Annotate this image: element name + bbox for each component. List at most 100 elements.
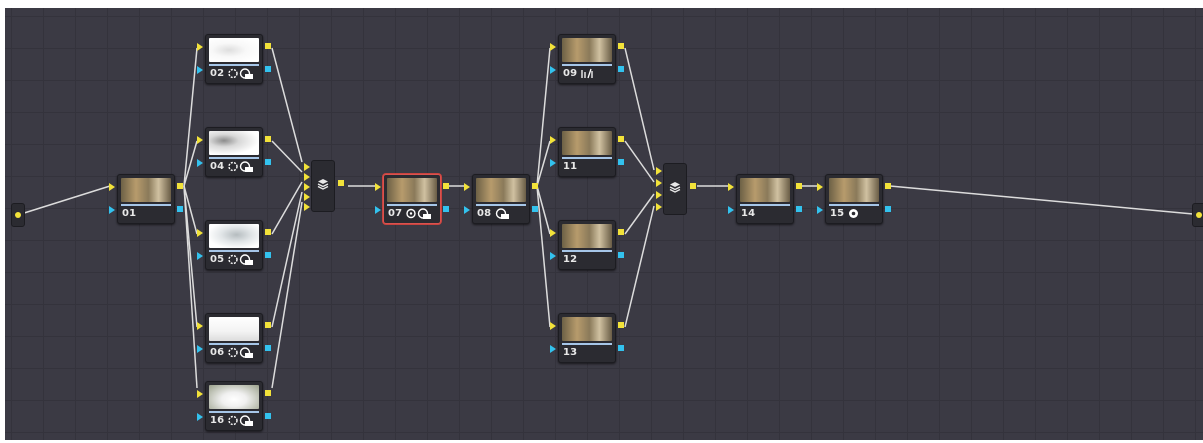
key-output-port[interactable] (618, 252, 624, 258)
rgb-output-port[interactable] (618, 229, 624, 235)
key-output-port[interactable] (532, 206, 538, 212)
mixer-input-port[interactable] (656, 191, 662, 199)
rgb-input-port[interactable] (197, 390, 203, 398)
key-output-port[interactable] (265, 66, 271, 72)
key-output-port[interactable] (177, 206, 183, 212)
node-label: 09 (563, 68, 578, 79)
rgb-input-port[interactable] (197, 229, 203, 237)
node-thumbnail (387, 178, 437, 202)
key-input-port[interactable] (375, 206, 381, 214)
key-output-port[interactable] (885, 206, 891, 212)
key-output-port[interactable] (443, 206, 449, 212)
mixer-input-port[interactable] (656, 203, 662, 211)
node-08[interactable]: 08 (464, 174, 538, 224)
curves-icon (581, 68, 593, 79)
node-06[interactable]: 06 (197, 313, 271, 363)
key-input-port[interactable] (197, 345, 203, 353)
rgb-output-port[interactable] (532, 183, 538, 189)
rgb-input-port[interactable] (109, 183, 115, 191)
node-label: 06 (210, 347, 225, 358)
source-input[interactable] (11, 203, 25, 227)
mixer-input-port[interactable] (304, 193, 310, 201)
rgb-output-port[interactable] (265, 390, 271, 396)
rgb-input-port[interactable] (464, 183, 470, 191)
layer-mixer-1[interactable] (304, 160, 344, 212)
node-thumbnail (562, 131, 612, 155)
rgb-input-port[interactable] (375, 183, 381, 191)
mixer-input-port[interactable] (304, 163, 310, 171)
key-output-port[interactable] (618, 345, 624, 351)
rgb-output-port[interactable] (443, 183, 449, 189)
mixer-input-port[interactable] (656, 167, 662, 175)
rgb-output-port[interactable] (618, 136, 624, 142)
node-05[interactable]: 05 (197, 220, 271, 270)
key-output-port[interactable] (618, 66, 624, 72)
rgb-input-port[interactable] (197, 322, 203, 330)
key-input-port[interactable] (550, 345, 556, 353)
rgb-output-port[interactable] (265, 43, 271, 49)
node-label: 14 (741, 208, 756, 219)
mixer-output-port[interactable] (338, 180, 344, 186)
graph-output[interactable] (1192, 203, 1203, 227)
node-label: 05 (210, 254, 225, 265)
key-output-port[interactable] (265, 252, 271, 258)
key-input-port[interactable] (550, 252, 556, 260)
rgb-output-port[interactable] (618, 322, 624, 328)
key-input-port[interactable] (197, 66, 203, 74)
node-14[interactable]: 14 (728, 174, 802, 224)
key-input-port[interactable] (464, 206, 470, 214)
key-output-port[interactable] (265, 345, 271, 351)
rgb-output-port[interactable] (265, 322, 271, 328)
key-input-port[interactable] (550, 159, 556, 167)
node-label: 02 (210, 68, 225, 79)
color-dot-icon (849, 209, 859, 218)
rgb-input-port[interactable] (728, 183, 734, 191)
mixer-input-port[interactable] (304, 173, 310, 181)
rgb-input-port[interactable] (550, 229, 556, 237)
node-04[interactable]: 04 (197, 127, 271, 177)
node-label: 11 (563, 161, 578, 172)
layer-mixer-2[interactable] (656, 163, 696, 215)
rgb-input-port[interactable] (550, 136, 556, 144)
rgb-output-port[interactable] (618, 43, 624, 49)
key-input-port[interactable] (817, 206, 823, 214)
rgb-output-port[interactable] (177, 183, 183, 189)
rgb-output-port[interactable] (265, 136, 271, 142)
node-12[interactable]: 12 (550, 220, 624, 270)
rgb-input-port[interactable] (550, 322, 556, 330)
rgb-input-port[interactable] (550, 43, 556, 51)
key-input-port[interactable] (197, 159, 203, 167)
node-thumbnail (476, 178, 526, 202)
key-output-port[interactable] (796, 206, 802, 212)
key-input-port[interactable] (550, 66, 556, 74)
key-output-port[interactable] (618, 159, 624, 165)
node-11[interactable]: 11 (550, 127, 624, 177)
rgb-input-port[interactable] (817, 183, 823, 191)
mixer-input-port[interactable] (656, 179, 662, 187)
key-input-port[interactable] (197, 252, 203, 260)
rgb-output-port[interactable] (885, 183, 891, 189)
key-input-port[interactable] (197, 413, 203, 421)
rgb-input-port[interactable] (197, 43, 203, 51)
node-07[interactable]: 07 (375, 174, 449, 224)
key-input-port[interactable] (109, 206, 115, 214)
rgb-output-port[interactable] (265, 229, 271, 235)
key-input-port[interactable] (728, 206, 734, 214)
rgb-input-port[interactable] (197, 136, 203, 144)
rgb-output-port[interactable] (796, 183, 802, 189)
window-icon (496, 208, 510, 219)
node-16[interactable]: 16 (197, 381, 271, 431)
node-13[interactable]: 13 (550, 313, 624, 363)
node-01[interactable]: 01 (109, 174, 183, 224)
key-output-port[interactable] (265, 159, 271, 165)
node-15[interactable]: 15 (817, 174, 891, 224)
node-09[interactable]: 09 (550, 34, 624, 84)
key-output-port[interactable] (265, 413, 271, 419)
node-thumbnail (209, 385, 259, 409)
mixer-output-port[interactable] (690, 183, 696, 189)
mixer-input-port[interactable] (304, 203, 310, 211)
output-dot-icon (1196, 212, 1202, 218)
mixer-input-port[interactable] (304, 183, 310, 191)
qualifier-icon (228, 161, 254, 172)
node-02[interactable]: 02 (197, 34, 271, 84)
